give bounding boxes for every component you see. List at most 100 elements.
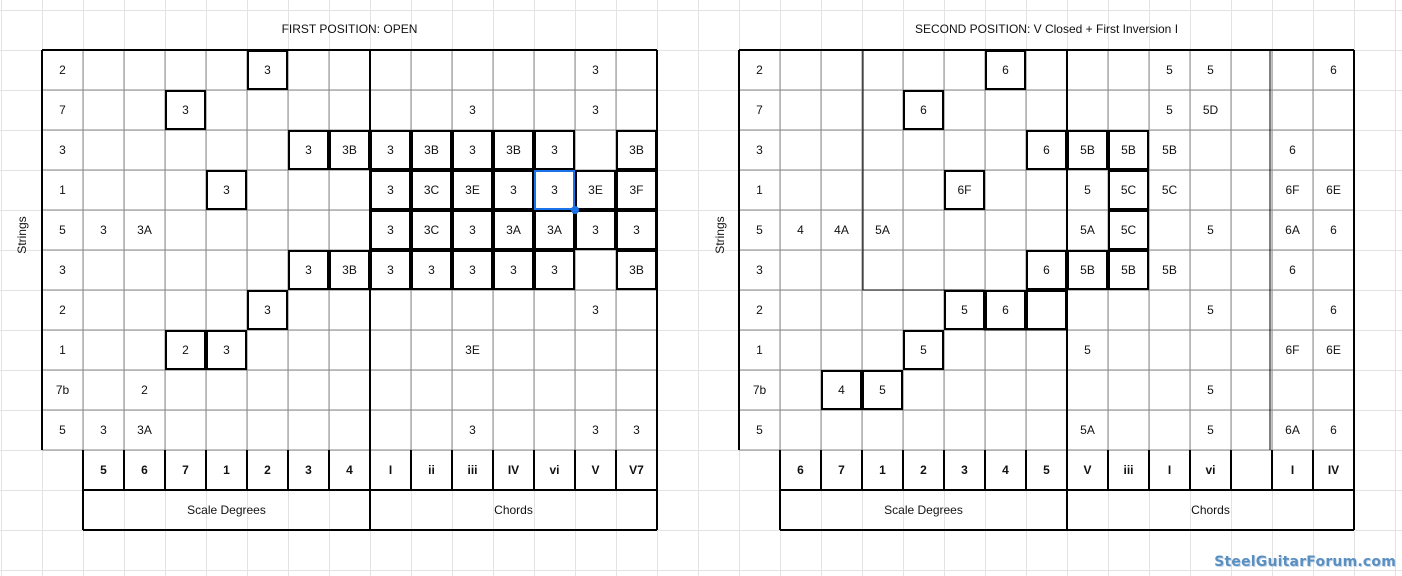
left-grid-cell[interactable]: 3 — [534, 170, 575, 210]
right-grid-cell[interactable] — [780, 170, 821, 210]
left-grid-cell[interactable] — [493, 90, 534, 130]
left-footer-cell[interactable]: V7 — [629, 463, 644, 477]
left-grid-cell[interactable]: 3A — [137, 223, 152, 237]
right-grid-cell[interactable]: 6A — [1285, 223, 1300, 237]
right-grid-cell[interactable] — [862, 90, 903, 130]
right-grid-cell[interactable] — [862, 330, 903, 370]
left-grid-cell[interactable] — [206, 210, 247, 250]
left-grid-cell[interactable]: 3E — [575, 170, 616, 210]
left-grid-cell[interactable] — [534, 50, 575, 90]
right-grid-cell[interactable]: 4A — [834, 223, 849, 237]
left-grid-cell[interactable]: 3 — [206, 330, 247, 370]
left-grid-cell[interactable] — [124, 290, 165, 330]
right-grid-cell[interactable] — [903, 210, 944, 250]
left-grid-cell[interactable]: 3 — [575, 210, 616, 250]
left-grid-cell[interactable]: 3 — [370, 170, 411, 210]
right-grid-cell[interactable] — [1026, 90, 1067, 130]
left-grid-cell[interactable]: 3F — [616, 170, 657, 210]
left-grid-cell[interactable] — [370, 50, 411, 90]
right-grid-cell[interactable]: 5 — [1207, 303, 1214, 317]
right-grid-cell[interactable] — [944, 50, 985, 90]
left-footer-cell[interactable]: 1 — [223, 463, 230, 477]
right-grid-cell[interactable] — [903, 290, 944, 330]
left-grid-cell[interactable] — [329, 410, 370, 450]
left-grid-cell[interactable]: 3 — [469, 103, 476, 117]
left-grid-cell[interactable] — [493, 370, 534, 410]
left-grid-cell[interactable] — [370, 90, 411, 130]
left-grid-cell[interactable] — [575, 370, 616, 410]
left-grid-cell[interactable]: 3 — [165, 90, 206, 130]
right-footer-cell[interactable]: I — [1167, 463, 1172, 477]
right-grid-cell[interactable] — [1231, 410, 1272, 450]
left-grid-cell[interactable] — [83, 50, 124, 90]
left-grid-cell[interactable] — [288, 370, 329, 410]
left-grid-cell[interactable]: 3 — [100, 223, 107, 237]
left-grid-cell[interactable]: 3 — [616, 210, 657, 250]
right-grid-cell[interactable]: 5C — [1161, 183, 1178, 197]
left-grid-cell[interactable] — [575, 250, 616, 290]
left-grid-cell[interactable]: 3C — [411, 170, 452, 210]
left-grid-cell[interactable] — [83, 170, 124, 210]
left-grid-cell[interactable]: 3B — [329, 250, 370, 290]
right-grid-cell[interactable] — [1190, 130, 1231, 170]
left-grid-cell[interactable]: 3 — [206, 170, 247, 210]
right-grid-cell[interactable] — [1231, 130, 1272, 170]
left-footer-cell[interactable]: iii — [467, 463, 478, 477]
right-grid-cell[interactable]: 6 — [1330, 63, 1337, 77]
left-grid-cell[interactable] — [329, 170, 370, 210]
right-grid-cell[interactable] — [821, 90, 862, 130]
left-grid-cell[interactable] — [493, 290, 534, 330]
left-grid-cell[interactable] — [83, 330, 124, 370]
right-grid-cell[interactable] — [780, 130, 821, 170]
left-grid-cell[interactable]: 3B — [616, 130, 657, 170]
right-grid-cell[interactable] — [1067, 290, 1108, 330]
left-grid-cell[interactable] — [165, 410, 206, 450]
right-string-label[interactable]: 7 — [756, 103, 763, 117]
left-grid-cell[interactable]: 3 — [370, 130, 411, 170]
left-grid-cell[interactable]: 3 — [452, 130, 493, 170]
left-grid-cell[interactable] — [165, 210, 206, 250]
right-grid-cell[interactable] — [985, 410, 1026, 450]
right-grid-cell[interactable]: 6F — [1285, 183, 1300, 197]
right-grid-cell[interactable] — [1272, 290, 1313, 330]
left-grid-cell[interactable]: 3 — [247, 290, 288, 330]
left-grid-cell[interactable]: 3E — [465, 343, 480, 357]
left-grid-cell[interactable] — [247, 370, 288, 410]
left-grid-cell[interactable] — [493, 50, 534, 90]
right-footer-cell[interactable]: 4 — [1002, 463, 1009, 477]
right-grid-cell[interactable]: 6 — [1330, 223, 1337, 237]
right-footer-cell[interactable]: vi — [1205, 463, 1216, 477]
left-grid-cell[interactable] — [288, 90, 329, 130]
right-grid-cell[interactable]: 5B — [1108, 130, 1149, 170]
right-grid-cell[interactable] — [944, 370, 985, 410]
right-grid-cell[interactable] — [903, 250, 944, 290]
left-grid-cell[interactable] — [288, 290, 329, 330]
right-grid-cell[interactable]: 5 — [862, 370, 903, 410]
right-grid-cell[interactable] — [1272, 370, 1313, 410]
right-grid-cell[interactable] — [1026, 410, 1067, 450]
right-grid-cell[interactable]: 6 — [1026, 130, 1067, 170]
right-grid-cell[interactable] — [780, 410, 821, 450]
right-grid-cell[interactable] — [944, 90, 985, 130]
right-grid-cell[interactable] — [1108, 90, 1149, 130]
left-grid-cell[interactable]: 3 — [370, 210, 411, 250]
right-grid-cell[interactable]: 5B — [1067, 250, 1108, 290]
right-footer-cell[interactable]: I — [1290, 463, 1295, 477]
right-grid-cell[interactable]: 5A — [875, 223, 890, 237]
left-grid-cell[interactable] — [83, 370, 124, 410]
left-grid-cell[interactable] — [329, 210, 370, 250]
right-grid-cell[interactable] — [1149, 370, 1190, 410]
right-grid-cell[interactable] — [821, 50, 862, 90]
right-grid-cell[interactable] — [985, 130, 1026, 170]
right-grid-cell[interactable]: 6F — [944, 170, 985, 210]
left-grid-cell[interactable] — [206, 250, 247, 290]
right-grid-cell[interactable] — [821, 410, 862, 450]
left-string-label[interactable]: 1 — [59, 183, 66, 197]
left-grid-cell[interactable]: 3C — [411, 210, 452, 250]
right-grid-cell[interactable] — [821, 170, 862, 210]
left-grid-cell[interactable]: 3B — [493, 130, 534, 170]
left-grid-cell[interactable]: 3 — [534, 130, 575, 170]
right-grid-cell[interactable] — [1026, 210, 1067, 250]
left-grid-cell[interactable] — [165, 130, 206, 170]
right-grid-cell[interactable]: 6 — [1330, 303, 1337, 317]
